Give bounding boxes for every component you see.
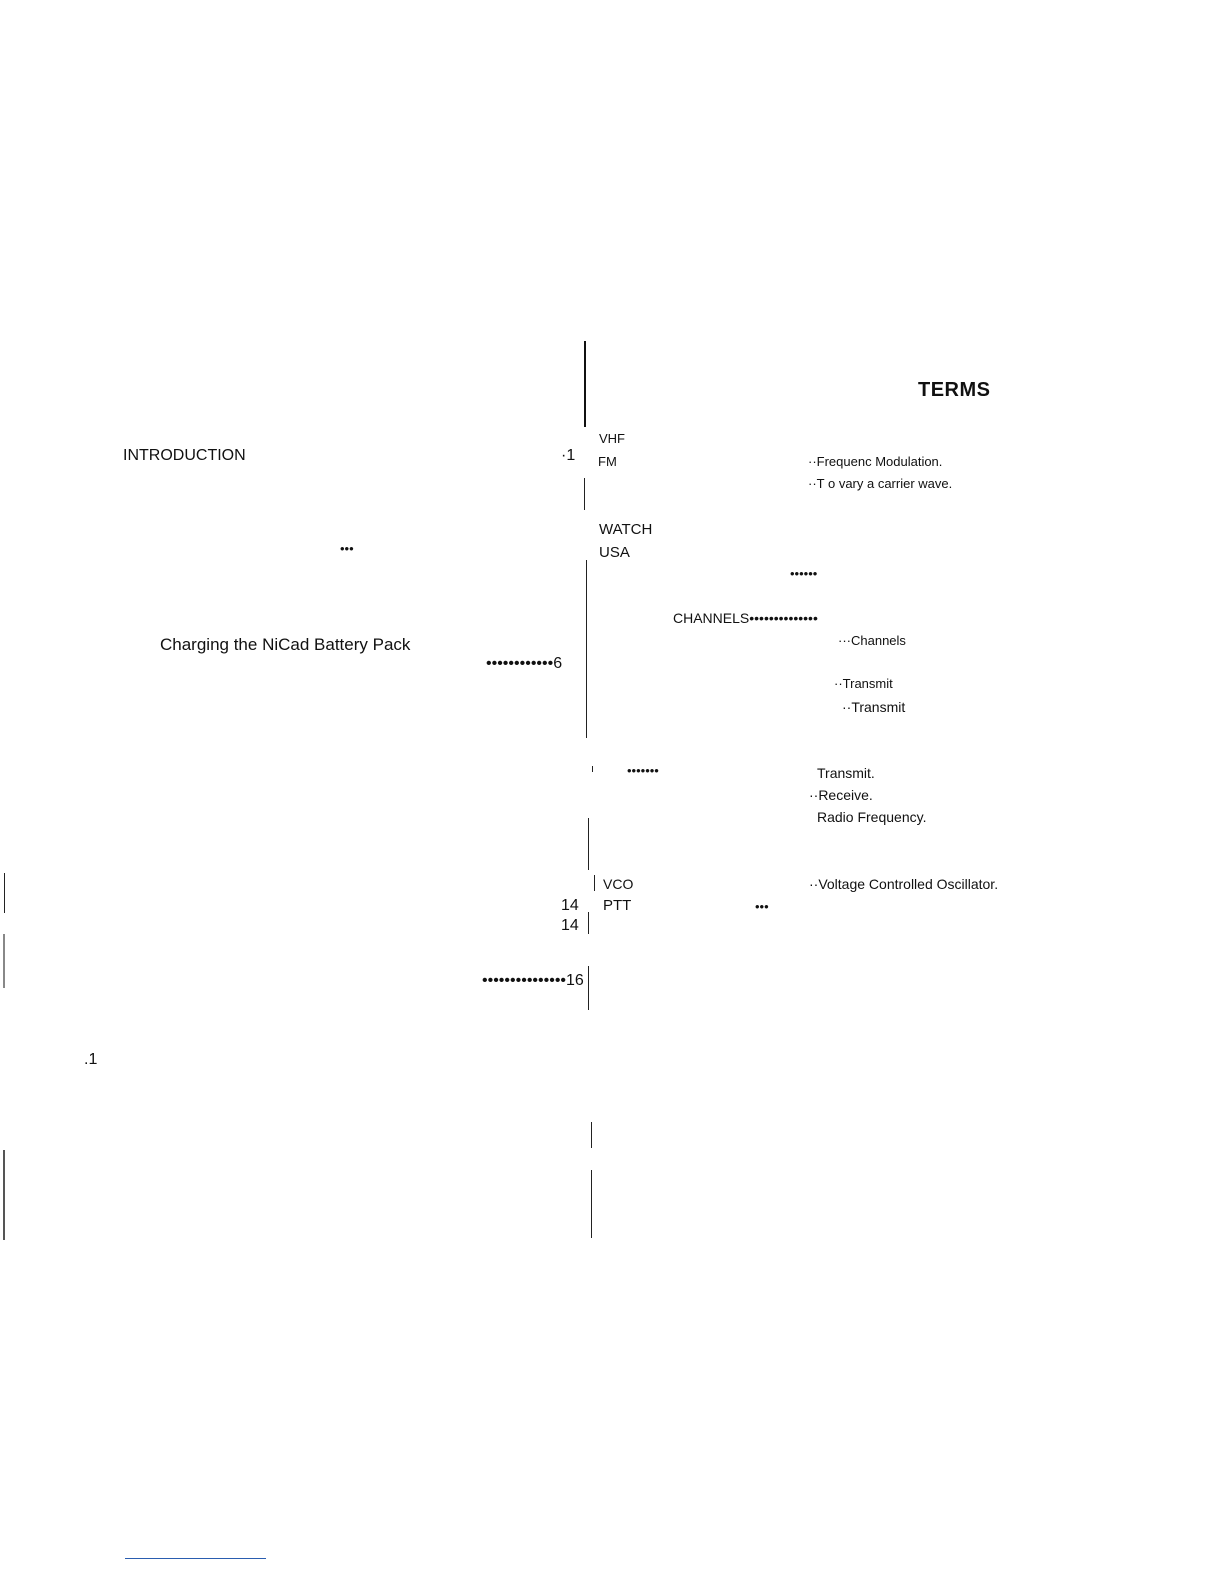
term-transmit-definition-2: ··Transmit: [842, 699, 906, 715]
toc-stray-page: .1: [84, 1051, 98, 1068]
scan-edge-mark: [4, 873, 5, 913]
term-fm-definition: ··Frequenc Modulation.: [808, 454, 943, 469]
column-divider: [594, 875, 595, 891]
term-channels-definition: ···Channels: [838, 633, 906, 648]
column-divider: [588, 912, 589, 934]
toc-page-14b: 14: [561, 917, 579, 934]
toc-page-14a: 14: [561, 897, 579, 914]
column-divider: [586, 560, 587, 738]
term-transmit-definition-1: ··Transmit: [834, 676, 893, 691]
term-channels: CHANNELS••••••••••••••: [673, 610, 818, 626]
column-divider: [588, 966, 589, 1010]
footnote-rule: [125, 1558, 266, 1559]
toc-charging-page: ••••••••••••6: [486, 655, 563, 672]
toc-introduction-page: ·1: [561, 447, 576, 464]
term-tx-definition: Transmit.: [817, 765, 875, 781]
toc-page-16: •••••••••••••••16: [482, 972, 584, 989]
column-divider: [584, 478, 585, 510]
column-divider: [591, 1122, 592, 1148]
scan-edge-mark: [3, 1150, 5, 1240]
term-tx-dots: •••••••: [627, 763, 659, 778]
term-rf-definition: Radio Frequency.: [817, 809, 927, 825]
term-vco: VCO: [603, 876, 634, 892]
toc-introduction: INTRODUCTION: [123, 447, 246, 464]
column-divider: [588, 818, 589, 870]
toc-charging: Charging the NiCad Battery Pack: [160, 635, 411, 654]
term-vhf: VHF: [599, 431, 625, 446]
column-divider: [591, 1170, 592, 1238]
term-ptt: PTT: [603, 897, 632, 914]
column-divider: [592, 766, 593, 772]
terms-heading: TERMS: [918, 379, 991, 401]
column-divider: [584, 341, 586, 427]
term-usa-dots: ••••••: [790, 566, 818, 581]
term-usa: USA: [599, 544, 630, 561]
term-rx-definition: ··Receive.: [809, 787, 873, 803]
term-ptt-dots: •••: [755, 899, 769, 914]
term-vco-definition: ··Voltage Controlled Oscillator.: [809, 876, 999, 892]
term-watch: WATCH: [599, 521, 653, 538]
toc-stray-dots: •••: [340, 541, 354, 556]
term-fm: FM: [598, 454, 617, 469]
scan-edge-mark: [3, 934, 5, 988]
term-modulate-definition: ··T o vary a carrier wave.: [808, 476, 953, 491]
